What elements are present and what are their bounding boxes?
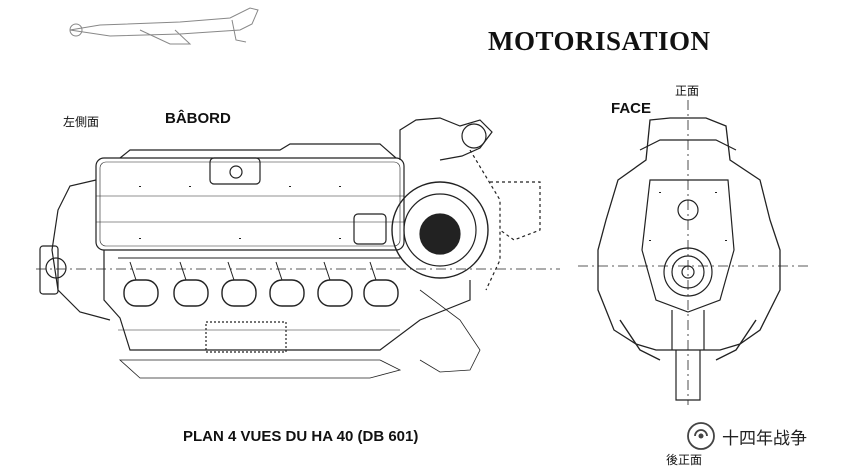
figure-caption: PLAN 4 VUES DU HA 40 (DB 601)	[183, 428, 419, 445]
side-view-label-cn: 左側面	[63, 115, 100, 129]
front-view-label-cn: 正面	[675, 84, 700, 98]
page-title: MOTORISATION	[488, 26, 711, 56]
airplane-sketch	[69, 7, 259, 45]
front-view-label: FACE	[611, 100, 652, 117]
front-view	[597, 117, 781, 401]
watermark: 十四年战争	[686, 421, 807, 451]
watermark-text: 十四年战争	[722, 428, 807, 449]
wechat-icon	[687, 422, 715, 450]
rear-view-label-cn: 後正面	[666, 453, 703, 467]
side-view-label: BÂBORD	[165, 110, 231, 127]
side-view	[39, 117, 541, 379]
